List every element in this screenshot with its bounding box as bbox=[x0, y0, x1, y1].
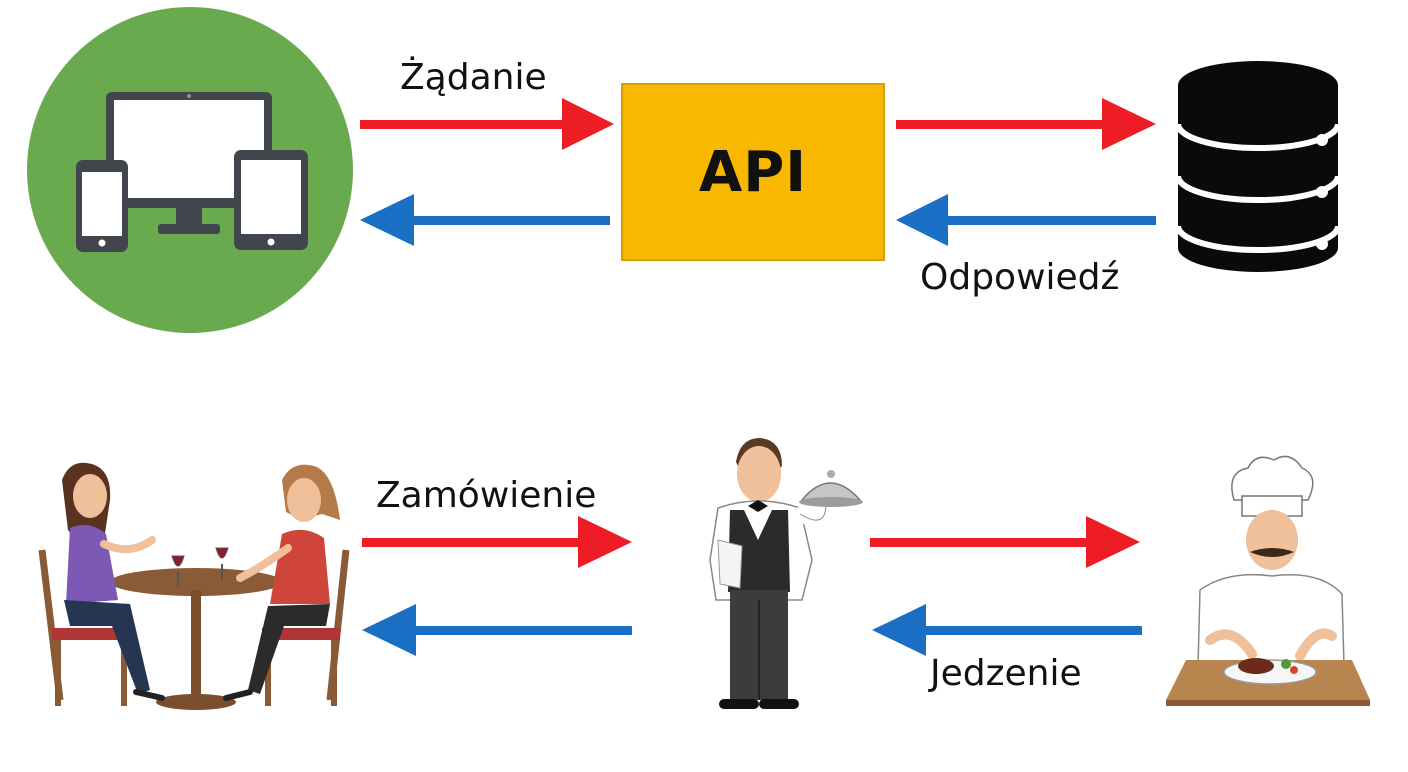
food-arrow-waiter-to-customers bbox=[362, 604, 632, 656]
order-arrow-waiter-to-chef bbox=[870, 516, 1140, 568]
devices-icon bbox=[27, 7, 353, 333]
request-arrow-client-to-api bbox=[360, 98, 614, 150]
api-label: API bbox=[698, 139, 808, 205]
api-box: API bbox=[621, 83, 885, 261]
order-label: Zamówienie bbox=[376, 475, 597, 516]
request-arrow-api-to-db bbox=[896, 98, 1156, 150]
response-arrow-db-to-api bbox=[896, 194, 1156, 246]
chef-icon bbox=[1166, 455, 1370, 706]
waiter-icon bbox=[709, 438, 863, 709]
order-arrow-customers-to-waiter bbox=[362, 516, 632, 568]
response-label: Odpowiedź bbox=[920, 257, 1120, 298]
response-arrow-api-to-client bbox=[360, 194, 610, 246]
request-label: Żądanie bbox=[400, 57, 547, 98]
database-icon bbox=[1175, 61, 1341, 272]
food-arrow-chef-to-waiter bbox=[872, 604, 1142, 656]
restaurant-table-icon bbox=[38, 462, 350, 710]
food-label: Jedzenie bbox=[930, 653, 1082, 694]
